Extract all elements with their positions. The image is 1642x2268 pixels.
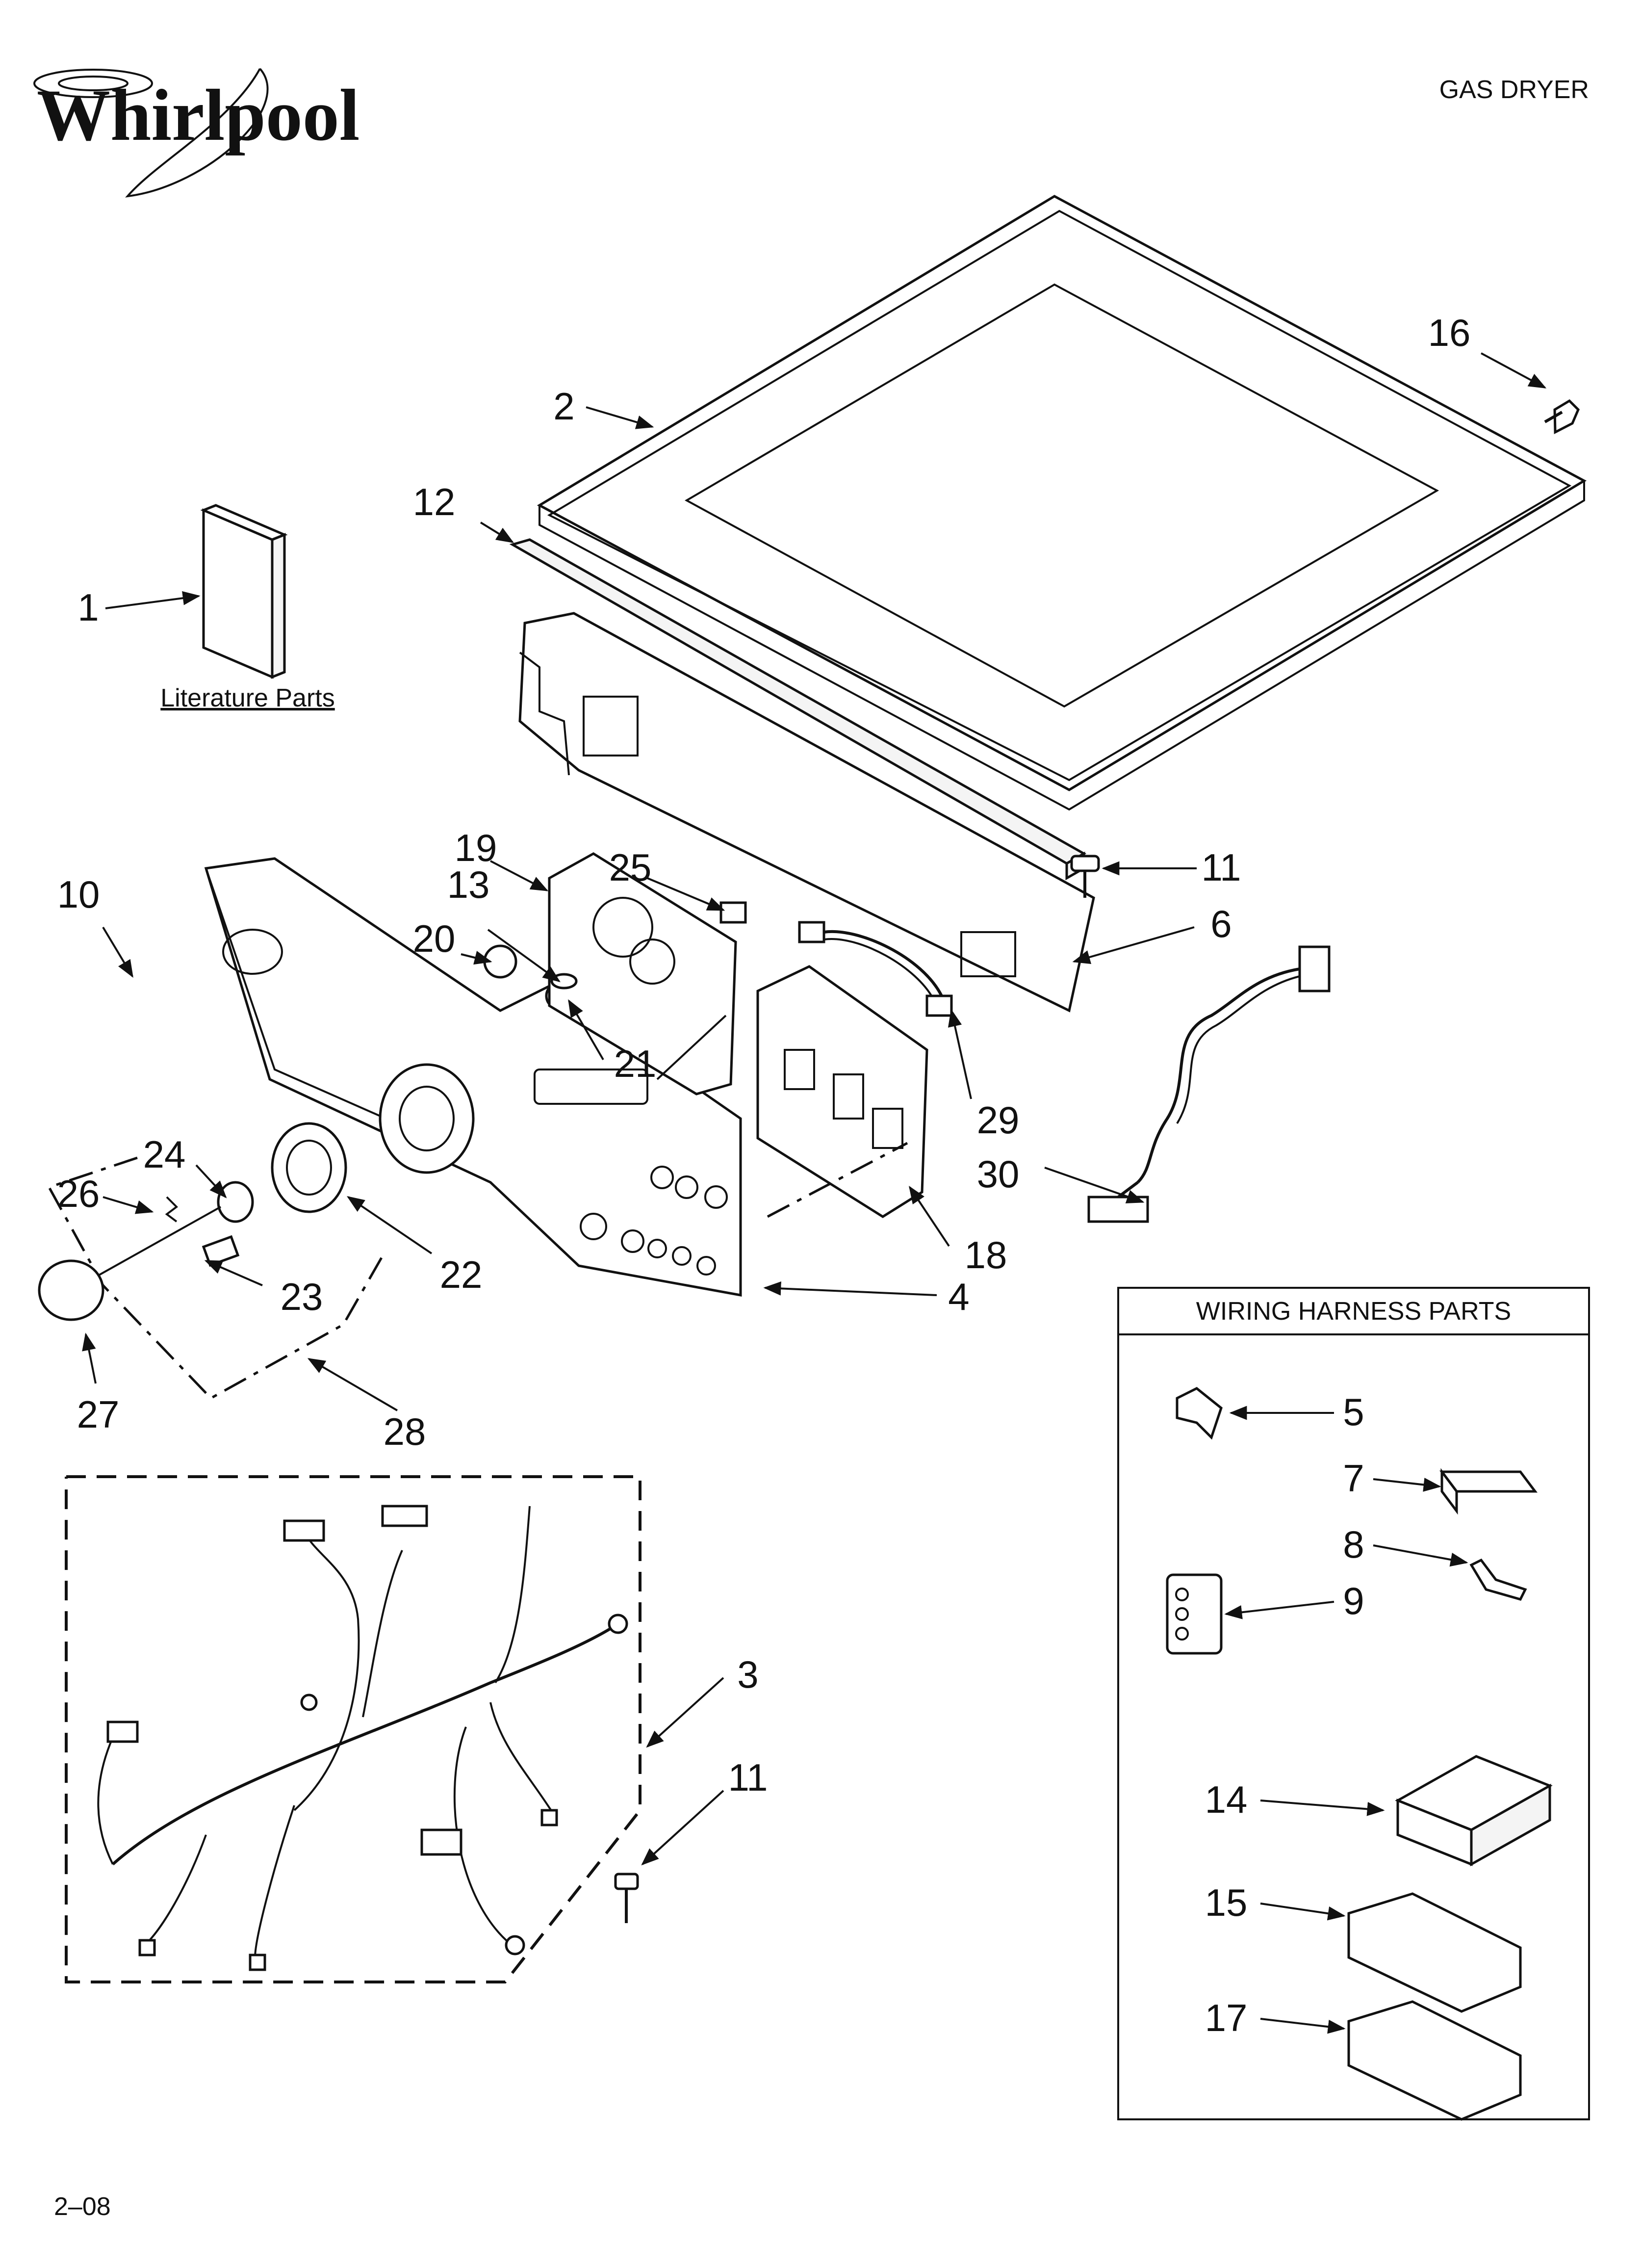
callout-13: 13 [447, 863, 490, 906]
callout-17: 17 [1205, 1996, 1248, 2039]
brand-wordmark: Whirlpool [37, 75, 359, 156]
callout-12: 12 [413, 480, 456, 523]
callout-21: 21 [614, 1042, 657, 1085]
callout-7: 7 [1343, 1457, 1364, 1500]
callout-26: 26 [57, 1172, 100, 1215]
callout-1: 1 [77, 586, 99, 629]
dash-line-18 [767, 1142, 908, 1218]
callout-numbers: 1 2 3 4 5 6 7 8 9 10 11 11 12 13 14 15 1… [57, 311, 1471, 2039]
callout-8: 8 [1343, 1523, 1364, 1566]
doc-title: GAS DRYER [1439, 76, 1589, 104]
callout-11-upper: 11 [1202, 846, 1241, 889]
callout-28: 28 [384, 1410, 426, 1453]
control-board-19 [548, 852, 737, 1095]
callout-19: 19 [455, 826, 497, 869]
clip-5 [1176, 1387, 1223, 1440]
connector-block-17 [1347, 2000, 1522, 2121]
callout-14: 14 [1205, 1778, 1248, 1821]
main-wire-harness-3 [65, 1475, 641, 1983]
callout-4: 4 [948, 1275, 969, 1318]
housing-7 [1439, 1468, 1538, 1515]
callout-25: 25 [609, 846, 652, 889]
wire-harness-30 [1087, 945, 1331, 1223]
callout-2: 2 [553, 385, 574, 428]
screw-16 [1544, 399, 1580, 435]
whirlpool-logo: Whirlpool [33, 68, 359, 198]
callout-24: 24 [143, 1133, 186, 1176]
connector-block-15 [1347, 1892, 1522, 2013]
console-4 [204, 857, 742, 1297]
callout-6: 6 [1210, 902, 1232, 945]
housing-14 [1395, 1755, 1553, 1867]
clip-25 [719, 901, 747, 924]
callout-23: 23 [281, 1275, 323, 1318]
callout-11-lower: 11 [728, 1756, 768, 1799]
wire-29 [798, 921, 953, 1017]
timer-knob-dial-22 [271, 1063, 475, 1213]
callout-15: 15 [1205, 1881, 1248, 1924]
callout-30: 30 [977, 1152, 1020, 1196]
callout-10: 10 [57, 873, 100, 916]
callout-16: 16 [1428, 311, 1471, 354]
callout-5: 5 [1343, 1390, 1364, 1434]
wiring-box-title: WIRING HARNESS PARTS [1196, 1297, 1511, 1326]
connector-9 [1166, 1573, 1223, 1655]
literature-label: Literature Parts [160, 684, 335, 712]
wiring-harness-parts-box: WIRING HARNESS PARTS [1117, 1287, 1590, 2121]
terminal-8 [1469, 1558, 1527, 1601]
leader-lines [82, 352, 1547, 2034]
screw-11-upper [1070, 855, 1100, 898]
connector-line [656, 1015, 727, 1080]
callout-27: 27 [77, 1393, 120, 1436]
callout-29: 29 [977, 1098, 1020, 1142]
callout-22: 22 [440, 1253, 483, 1296]
callout-20: 20 [413, 917, 456, 960]
callout-9: 9 [1343, 1579, 1364, 1622]
top-panel [537, 195, 1587, 811]
callout-3: 3 [737, 1653, 758, 1696]
knob-assembly-28 [38, 1156, 384, 1400]
electronic-control-18 [756, 965, 928, 1218]
screw-11-lower [614, 1873, 639, 1923]
clip-13 [550, 973, 578, 990]
console-bracket [518, 612, 1095, 1013]
callout-18: 18 [965, 1233, 1007, 1277]
literature-booklet [200, 504, 288, 679]
page-code: 2–08 [54, 2192, 111, 2221]
